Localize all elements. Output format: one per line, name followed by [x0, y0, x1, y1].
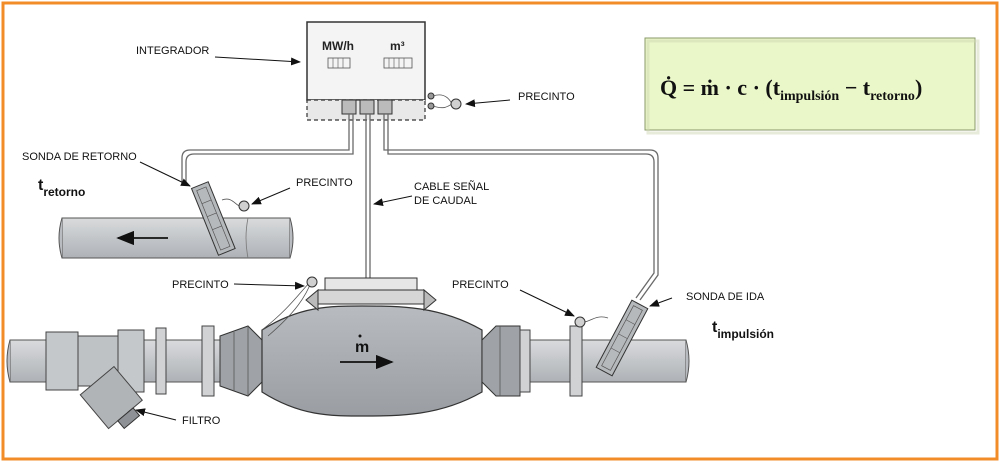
integrator-unit-right: m³	[390, 39, 405, 53]
label-cable-line2: DE CAUDAL	[414, 195, 477, 207]
supply-probe	[574, 299, 649, 377]
return-probe	[190, 181, 250, 256]
integrator-unit: MW/h m³	[306, 21, 435, 121]
label-sonda-retorno: SONDA DE RETORNO	[22, 151, 137, 163]
label-precinto-top: PRECINTO	[518, 91, 575, 103]
m-dot-dot	[358, 334, 362, 338]
left-coupling	[219, 325, 263, 397]
right-coupling	[481, 325, 583, 397]
label-filtro: FILTRO	[182, 415, 221, 427]
display-right-icon	[383, 57, 413, 69]
filter	[45, 325, 215, 430]
integrator-seal	[432, 94, 462, 110]
label-sonda-ida: SONDA DE IDA	[686, 291, 765, 303]
label-precinto-meter-left: PRECINTO	[172, 279, 229, 291]
label-t-impulsion: timpulsión	[712, 319, 774, 341]
formula-box: Q̇ = ṁ · c · (timpulsión − tretorno)	[644, 37, 980, 135]
water-meter-body	[261, 277, 483, 417]
integrator-unit-left: MW/h	[322, 39, 354, 53]
label-precinto-meter-right: PRECINTO	[452, 279, 509, 291]
leaders	[135, 56, 673, 421]
meter-seal-left	[261, 276, 318, 337]
return-pipe	[58, 217, 294, 259]
cables	[181, 114, 659, 301]
m-dot-label: m	[355, 339, 369, 356]
display-left-icon	[327, 57, 351, 69]
label-t-retorno: tretorno	[38, 177, 85, 199]
label-precinto-retorno: PRECINTO	[296, 177, 353, 189]
label-cable-line1: CABLE SEÑAL	[414, 180, 489, 193]
label-integrador: INTEGRADOR	[136, 45, 209, 57]
formula-text: Q̇ = ṁ · c · (timpulsión − tretorno)	[660, 75, 922, 104]
